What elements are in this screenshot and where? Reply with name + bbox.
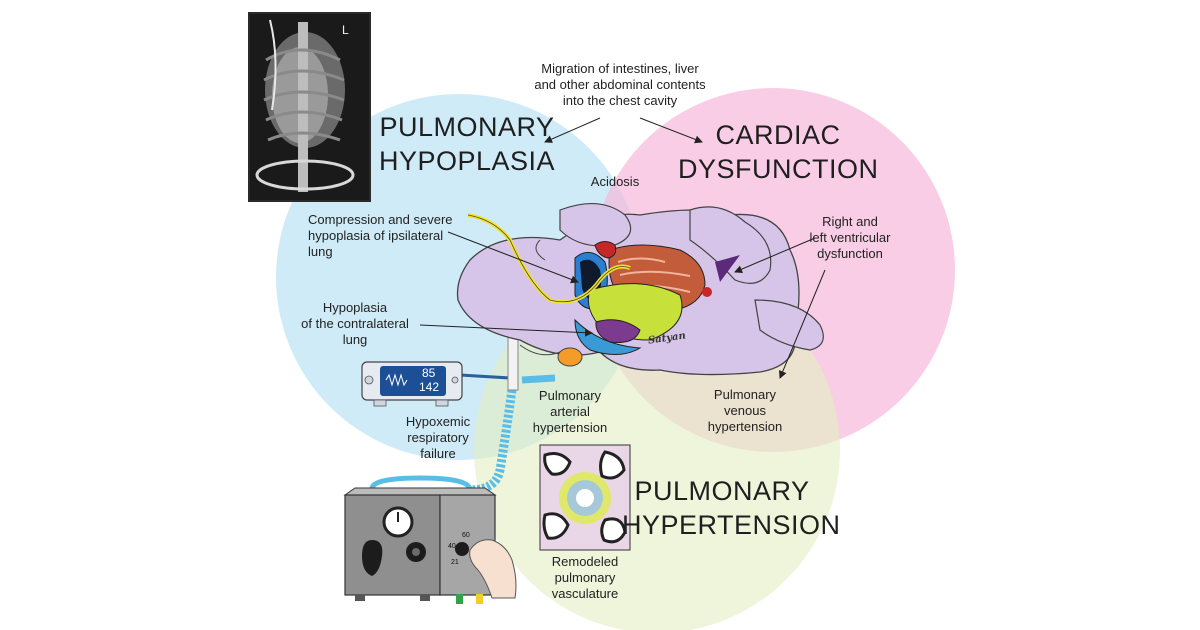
title-line: CARDIAC <box>715 120 841 150</box>
title-pulmonary-hypertension: PULMONARY HYPERTENSION <box>622 474 841 542</box>
label-line: Pulmonary <box>713 387 777 402</box>
label-line: lung <box>308 244 333 259</box>
monitor-value-top: 85 <box>422 366 436 380</box>
pointer-lines <box>419 117 826 379</box>
label-ventricular: Right and left ventricular dysfunction <box>795 214 905 262</box>
xray-image <box>248 12 371 202</box>
title-line: HYPOPLASIA <box>378 146 556 176</box>
dial-label-top: 60 <box>462 532 470 539</box>
label-line: lung <box>342 332 368 347</box>
title-line: PULMONARY <box>634 476 810 506</box>
infant-illustration <box>456 202 824 376</box>
label-line: hypoplasia of ipsilateral <box>308 228 444 243</box>
label-line: of the contralateral <box>301 316 409 331</box>
title-line: HYPERTENSION <box>622 510 841 540</box>
label-line: hypertension <box>532 420 608 435</box>
label-line: Pulmonary <box>538 388 602 403</box>
label-line: Hypoplasia <box>322 300 388 315</box>
monitor-value-bottom: 142 <box>419 380 440 394</box>
title-line: PULMONARY <box>379 112 555 142</box>
label-line: vasculature <box>551 586 619 601</box>
label-line: dysfunction <box>817 246 883 261</box>
label-compression: Compression and severe hypoplasia of ips… <box>308 212 453 260</box>
label-line: arterial <box>550 404 590 419</box>
label-line: left ventricular <box>809 230 891 245</box>
xray-side-marker: L <box>342 23 349 37</box>
hand <box>469 539 517 599</box>
label-remodeled: Remodeled pulmonary vasculature <box>545 554 625 602</box>
label-hypoxemic: Hypoxemic respiratory failure <box>398 414 478 462</box>
label-line: venous <box>724 403 766 418</box>
label-line: Compression and severe <box>308 212 453 227</box>
title-pulmonary-hypoplasia: PULMONARY HYPOPLASIA <box>372 110 562 178</box>
title-cardiac-dysfunction: CARDIAC DYSFUNCTION <box>678 118 878 186</box>
label-line: hypertension <box>707 419 783 434</box>
label-line: respiratory <box>407 430 469 445</box>
label-contralateral: Hypoplasia of the contralateral lung <box>290 300 420 348</box>
label-line: Acidosis <box>590 174 640 189</box>
histology-inset <box>539 444 631 551</box>
label-line: into the chest cavity <box>562 93 678 108</box>
label-line: failure <box>420 446 456 461</box>
label-line: Remodeled <box>551 554 619 569</box>
label-pulmonary-arterial: Pulmonary arterial hypertension <box>520 388 620 436</box>
label-line: pulmonary <box>554 570 616 585</box>
label-line: Hypoxemic <box>405 414 471 429</box>
title-line: DYSFUNCTION <box>678 154 879 184</box>
dial-label-bottom: 21 <box>451 559 459 566</box>
dial-label-left: 40 <box>448 543 456 550</box>
label-line: and other abdominal contents <box>534 77 706 92</box>
ventilator <box>343 475 497 604</box>
label-acidosis: Acidosis <box>585 174 645 190</box>
monitor <box>361 361 463 407</box>
label-migration: Migration of intestines, liver and other… <box>520 61 720 109</box>
label-line: Migration of intestines, liver <box>541 61 699 76</box>
label-pulmonary-venous: Pulmonary venous hypertension <box>690 387 800 435</box>
label-line: Right and <box>822 214 878 229</box>
